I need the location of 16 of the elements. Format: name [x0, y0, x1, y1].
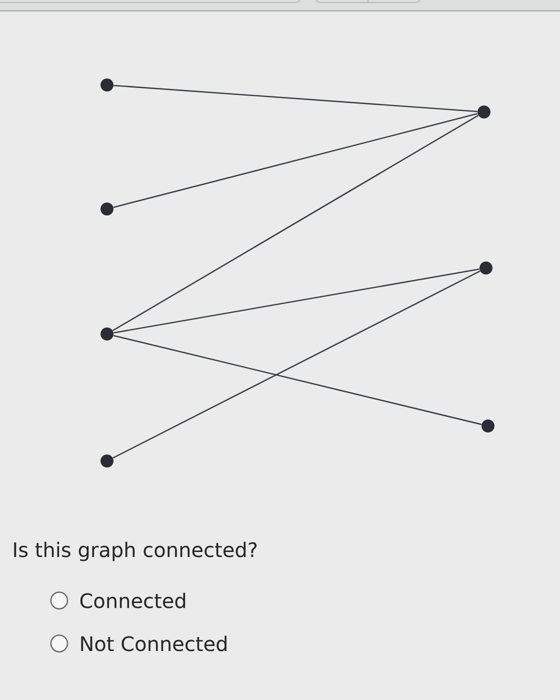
- vertex-dot: [100, 78, 114, 92]
- vertex-dot: [100, 328, 114, 340]
- edge-line: [113, 113, 478, 208]
- edge-line: [114, 84, 478, 112]
- vertex-dot: [482, 420, 494, 432]
- edge-line: [113, 334, 482, 426]
- edge-line: [112, 114, 479, 332]
- vertex-dot: [478, 106, 490, 118]
- option-label: Connected: [80, 592, 186, 608]
- edge-line: [113, 268, 480, 334]
- option-label: Not Connected: [81, 636, 226, 652]
- edge-line: [112, 270, 480, 459]
- vertex-dot: [100, 202, 114, 216]
- vertex-dot: [480, 262, 492, 274]
- question-text: Is this graph connected?: [14, 542, 257, 562]
- vertex-dot: [100, 454, 114, 468]
